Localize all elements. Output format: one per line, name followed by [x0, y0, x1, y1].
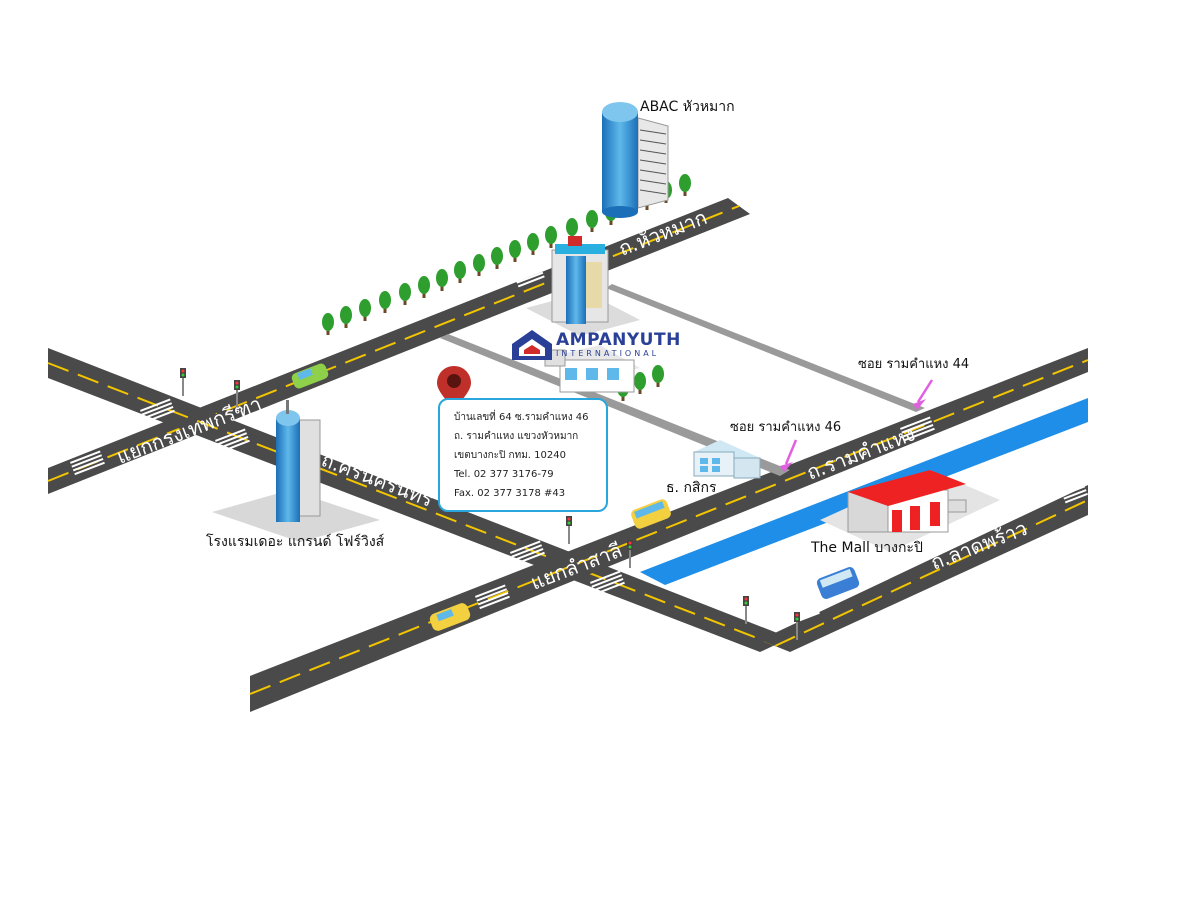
soi-ramkhamhaeng-46: [440, 334, 790, 476]
hotel-building-icon: [212, 400, 380, 542]
ampanyuth-logo-icon: [512, 330, 552, 360]
bus-icon: [631, 499, 671, 529]
kasikorn-bank-icon: [693, 440, 761, 479]
address-line-3: เขตบางกะปิ กทม. 10240: [454, 450, 566, 461]
srinakarin-road: [48, 348, 790, 652]
hotel-label: โรงแรมเดอะ แกรนด์ โฟร์วิงส์: [206, 533, 385, 550]
ampanyuth-logo-name: AMPANYUTH: [556, 330, 681, 350]
address-callout: บ้านเลขที่ 64 ซ.รามคำแหง 46 ถ. รามคำแหง …: [438, 398, 608, 512]
ampanyuth-logo-sub: INTERNATIONAL: [556, 349, 660, 358]
address-line-2: ถ. รามคำแหง แขวงหัวหมาก: [454, 431, 579, 442]
abac-label: ABAC หัวหมาก: [640, 99, 735, 115]
ramkhamhaeng-road: [250, 348, 1088, 712]
the-mall-label: The Mall บางกะปิ: [810, 540, 923, 556]
soi-ramkhamhaeng-44: [606, 284, 925, 412]
taxi-car-icon: [429, 603, 471, 631]
the-mall-building-icon: [820, 470, 1000, 552]
location-pin-icon: [437, 366, 471, 408]
crosswalks: [70, 267, 1088, 626]
car-icon: [291, 363, 329, 389]
address-tel: Tel. 02 377 3176-79: [454, 469, 554, 480]
blue-bus-icon: [816, 567, 860, 599]
abac-building-icon: [602, 102, 669, 218]
kasikorn-bank-label: ธ. กสิกร: [666, 480, 717, 496]
lat-phrao-road: [760, 485, 1088, 652]
ampanyuth-building-icon: [526, 236, 640, 393]
address-fax: Fax. 02 377 3178 #43: [454, 488, 566, 499]
soi-44-label: ซอย รามคำแหง 44: [858, 357, 969, 372]
soi-arrows: [780, 379, 934, 472]
soi-46-label: ซอย รามคำแหง 46: [730, 420, 841, 435]
address-line-1: บ้านเลขที่ 64 ซ.รามคำแหง 46: [454, 412, 589, 423]
